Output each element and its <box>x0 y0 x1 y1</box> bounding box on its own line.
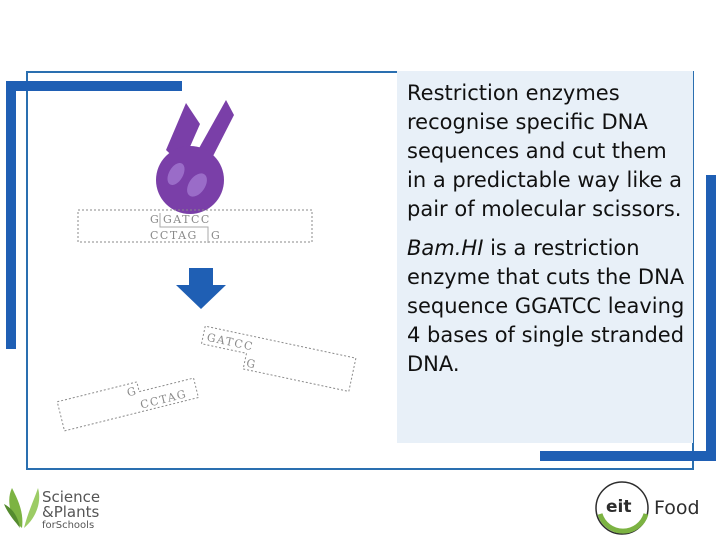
scissors-icon <box>156 100 234 214</box>
accent-bar-top-left <box>6 81 182 91</box>
fragment-lower-bottom: CCTAG <box>139 387 189 411</box>
content-frame <box>26 71 694 470</box>
paragraph-restriction-enzymes: Restriction enzymes recognise specific D… <box>407 81 683 221</box>
eit-food-word: Food <box>654 497 700 519</box>
eit-mark: eit <box>606 497 631 517</box>
paragraph-bamhi-text: is a restriction enzyme that cuts the DN… <box>407 236 685 376</box>
explanation-panel: Restriction enzymes recognise specific D… <box>397 71 693 443</box>
dna-top-left: G <box>150 213 160 226</box>
accent-bar-bottom-right <box>540 451 716 461</box>
enzyme-name: Bam.HI <box>407 236 484 260</box>
eit-food-logo: eit Food <box>595 481 700 535</box>
dna-bottom-left: CCTAG <box>150 229 198 242</box>
dna-uncut: G GATCC CCTAG G <box>77 209 313 243</box>
down-arrow-icon <box>176 268 226 309</box>
accent-bar-right <box>706 175 716 461</box>
science-plants-logo: Science &Plants forSchools <box>4 488 100 531</box>
logo-plants: &Plants <box>42 503 99 521</box>
logo-science: Science <box>42 488 100 506</box>
fragment-lower-top: G <box>126 384 139 399</box>
fragment-upper-bottom: G <box>245 357 258 372</box>
fragment-upper-top: GATCC <box>206 331 255 354</box>
paragraph-bamhi: Bam.HI is a restriction enzyme that cuts… <box>407 234 685 379</box>
sprout-logo-icon <box>4 488 40 528</box>
dna-bottom-right: G <box>211 229 221 242</box>
dna-top-right: GATCC <box>163 213 211 226</box>
accent-bar-left <box>6 81 16 349</box>
logo-for-schools: forSchools <box>42 520 94 531</box>
dna-fragment-upper: GATCC G <box>200 325 357 392</box>
dna-fragment-lower: G CCTAG <box>56 377 200 432</box>
